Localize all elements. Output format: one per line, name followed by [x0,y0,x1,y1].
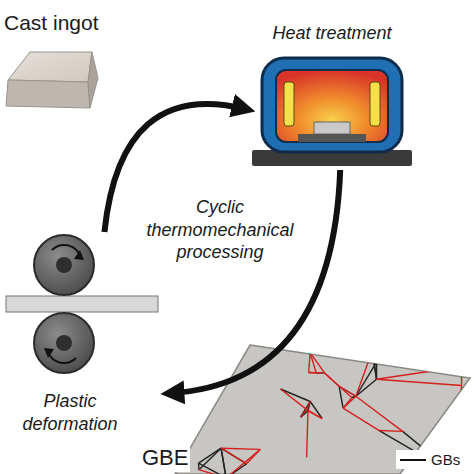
legend-text: GBs [431,451,460,468]
gbe-plate-figure [175,345,470,474]
plastic-deformation-node: Plastic deformation [4,232,166,450]
legend-line-sample [400,459,426,461]
gbe-label: GBE [140,444,190,472]
node-label: Heat treatment [250,22,414,45]
furnace-figure [252,58,412,166]
heat-treatment-node: Heat treatment [250,18,414,170]
node-label: Plastic deformation [14,390,126,435]
process-label: Cyclic thermomechanical processing [130,196,310,264]
legend-row: GBs [396,450,464,469]
ingot-figure [6,52,98,108]
rolling-mill-figure [6,235,158,373]
ingot-label: Cast ingot [4,10,134,36]
cycle-arrow [170,170,340,393]
